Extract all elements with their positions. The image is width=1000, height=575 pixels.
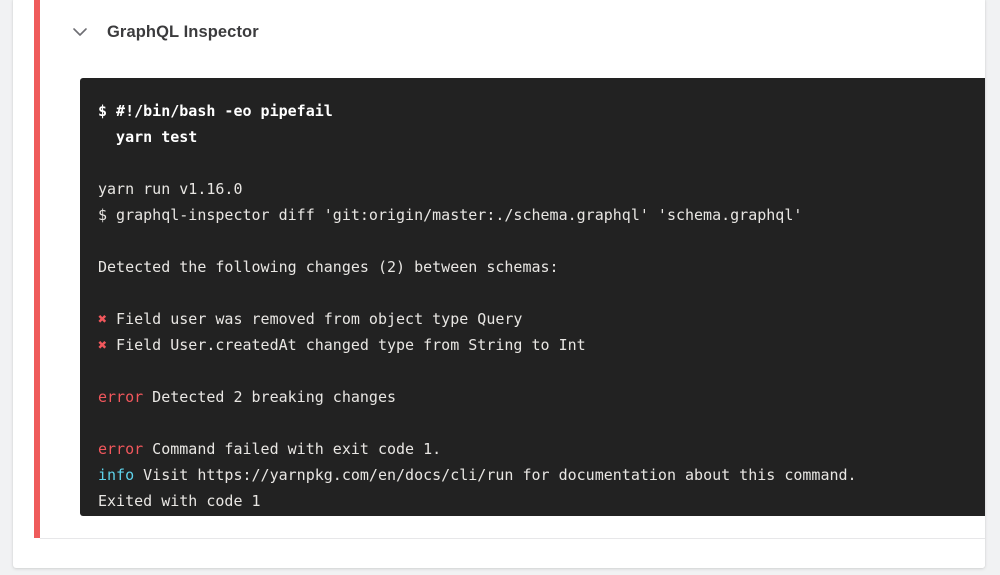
terminal-line-text: Command failed with exit code 1. bbox=[143, 440, 442, 458]
terminal-line bbox=[98, 280, 985, 306]
terminal-log-output: $ #!/bin/bash -eo pipefail yarn test yar… bbox=[98, 98, 985, 514]
step-footer bbox=[40, 539, 985, 568]
terminal-line: yarn test bbox=[98, 128, 198, 146]
terminal-line: error Command failed with exit code 1. bbox=[98, 436, 985, 462]
terminal-line-text: Field User.createdAt changed type from S… bbox=[107, 336, 586, 354]
terminal-line-text: Visit https://yarnpkg.com/en/docs/cli/ru… bbox=[134, 466, 857, 484]
terminal-line: ✖ Field user was removed from object typ… bbox=[98, 306, 985, 332]
terminal-line: Exited with code 1 bbox=[98, 492, 261, 510]
terminal-line: yarn run v1.16.0 bbox=[98, 180, 243, 198]
build-step-card: GraphQL Inspector $ #!/bin/bash -eo pipe… bbox=[13, 0, 985, 568]
step-header-toggle[interactable]: GraphQL Inspector bbox=[40, 0, 985, 66]
terminal-line: error Detected 2 breaking changes bbox=[98, 384, 985, 410]
breaking-change-icon: ✖ bbox=[98, 336, 108, 354]
info-label: info bbox=[98, 466, 135, 484]
terminal-line-text: Field user was removed from object type … bbox=[107, 310, 523, 328]
terminal-log-panel[interactable]: $ #!/bin/bash -eo pipefail yarn test yar… bbox=[80, 78, 985, 516]
breaking-change-icon: ✖ bbox=[98, 310, 108, 328]
chevron-down-icon[interactable] bbox=[67, 19, 93, 45]
terminal-line bbox=[98, 150, 985, 176]
terminal-line bbox=[98, 358, 985, 384]
terminal-line: $ graphql-inspector diff 'git:origin/mas… bbox=[98, 206, 803, 224]
footer-divider bbox=[40, 538, 985, 539]
step-status-accent-bar bbox=[34, 0, 40, 538]
terminal-line: ✖ Field User.createdAt changed type from… bbox=[98, 332, 985, 358]
terminal-line: $ #!/bin/bash -eo pipefail bbox=[98, 102, 333, 120]
error-label: error bbox=[98, 388, 144, 406]
page-title: GraphQL Inspector bbox=[107, 22, 259, 41]
terminal-line bbox=[98, 410, 985, 436]
terminal-line: info Visit https://yarnpkg.com/en/docs/c… bbox=[98, 462, 985, 488]
terminal-line: Detected the following changes (2) betwe… bbox=[98, 258, 559, 276]
terminal-line bbox=[98, 228, 985, 254]
terminal-line-text: Detected 2 breaking changes bbox=[143, 388, 397, 406]
error-label: error bbox=[98, 440, 144, 458]
